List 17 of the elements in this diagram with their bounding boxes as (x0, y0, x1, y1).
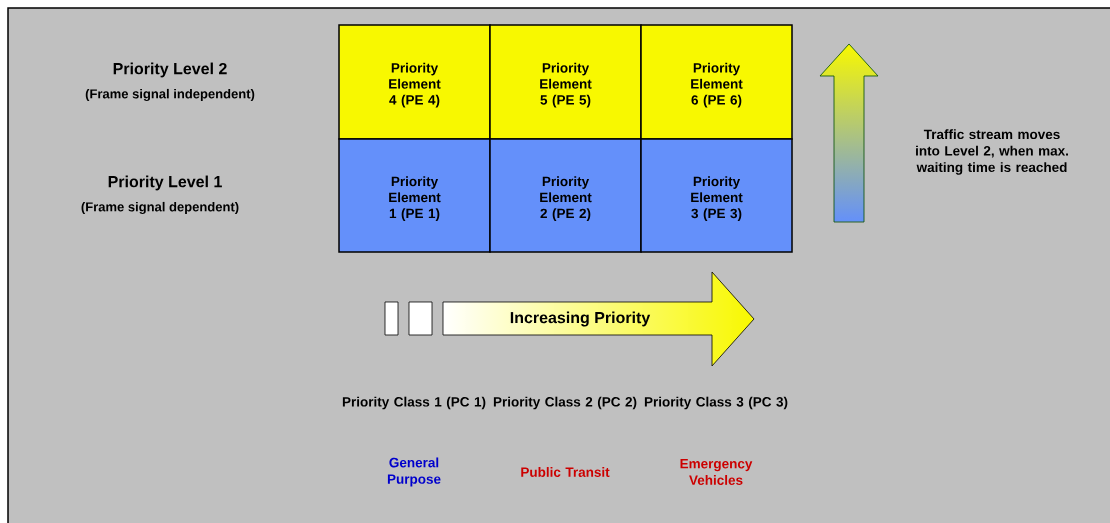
priority-cell: Priority Element 1 (PE 1) (338, 138, 491, 253)
class-name: Emergency Vehicles (680, 459, 753, 485)
level-heading: Priority Level 2 (113, 62, 227, 78)
class-label: Priority Class 2 (PC 2) (493, 396, 637, 410)
priority-cell: Priority Element 4 (PE 4) (338, 24, 491, 140)
priority-cell: Priority Element 6 (PE 6) (640, 24, 793, 140)
priority-cell: Priority Element 5 (PE 5) (489, 24, 642, 140)
class-name: Public Transit (521, 467, 610, 477)
class-label: Priority Class 3 (PC 3) (644, 396, 788, 410)
level-heading: Priority Level 1 (108, 175, 222, 191)
level-note: (Frame signal dependent) (81, 201, 239, 215)
class-name: General Purpose (387, 457, 441, 487)
class-label: Priority Class 1 (PC 1) (342, 396, 486, 410)
note-text: Traffic stream moves into Level 2, when max. waiting time is reached (916, 129, 1068, 175)
level-note: (Frame signal independent) (85, 88, 255, 102)
priority-cell: Priority Element 3 (PE 3) (640, 138, 793, 253)
priority-cell: Priority Element 2 (PE 2) (489, 138, 642, 253)
